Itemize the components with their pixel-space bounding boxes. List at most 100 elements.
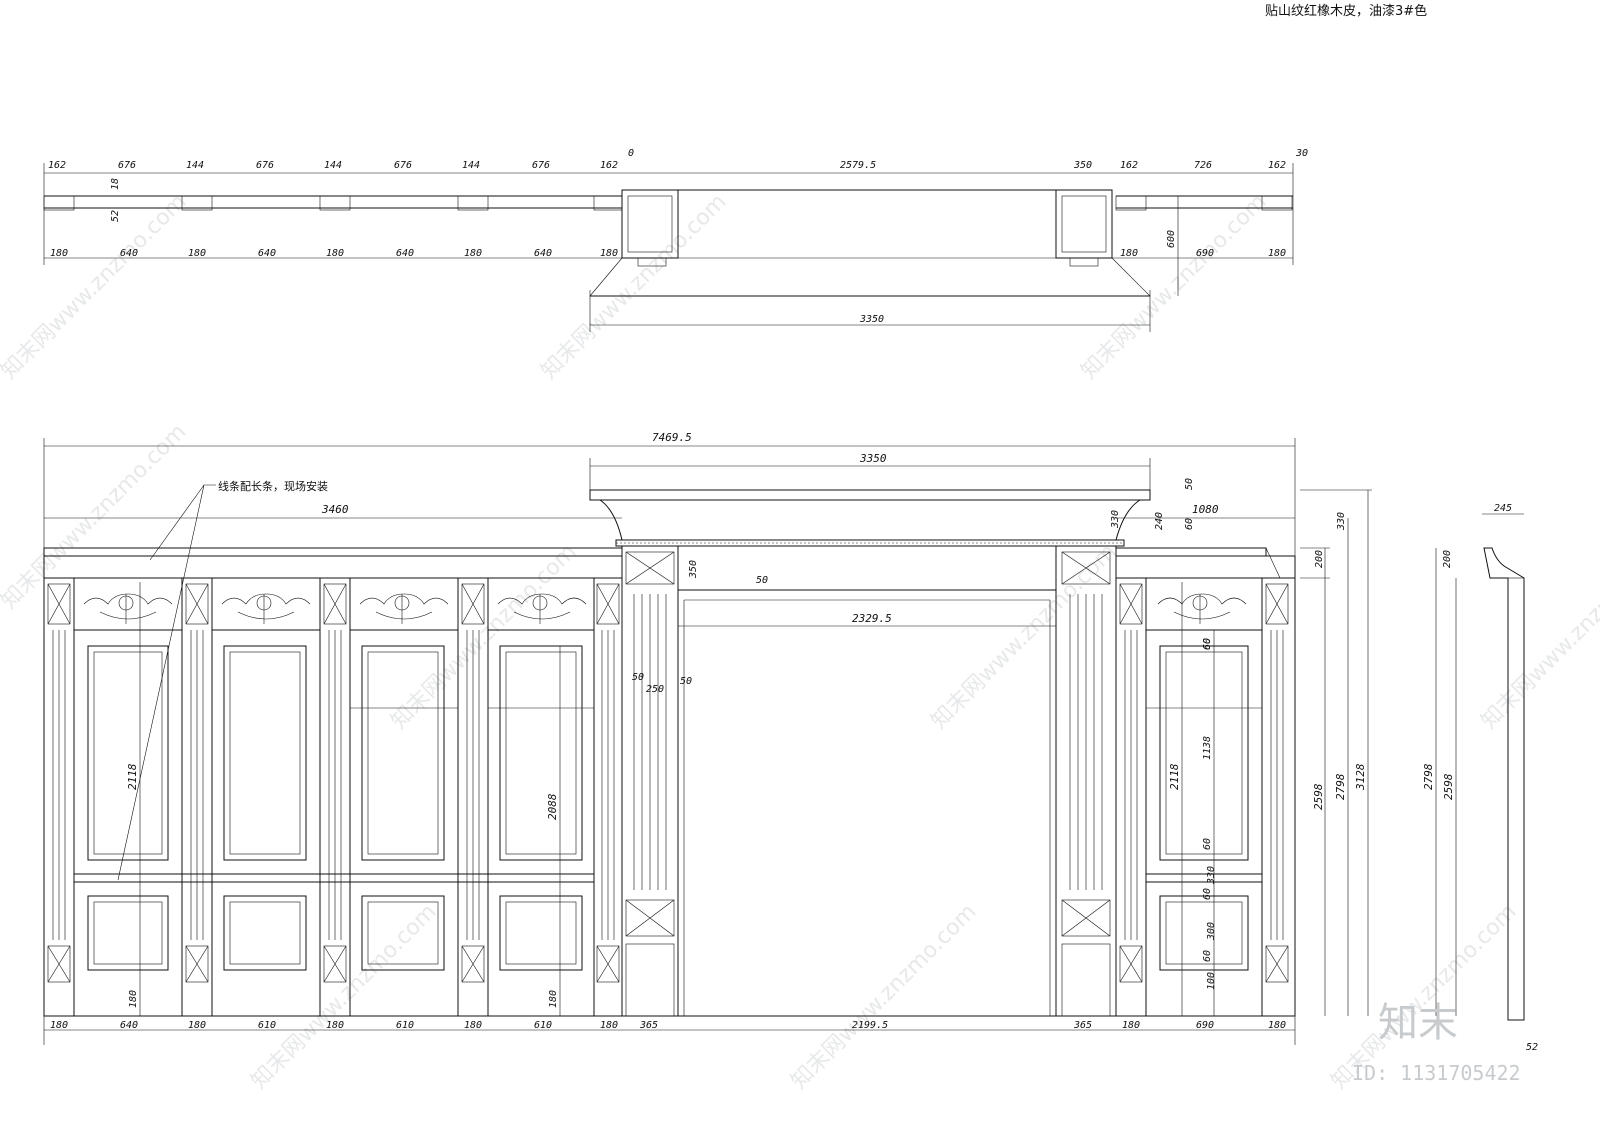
dim-label: 1138 (1202, 736, 1213, 760)
dim-label: 144 (186, 160, 204, 171)
watermark-text: 知末网www.znzmo.com (927, 539, 1122, 734)
dim-label: 200 (1442, 550, 1453, 568)
dim-label: 676 (256, 160, 274, 171)
dim-label: 144 (324, 160, 342, 171)
dim-label: 610 (258, 1020, 276, 1031)
dim-label: 690 (1196, 1020, 1214, 1031)
wall-panels (73, 577, 1263, 971)
dim-label: 2199.5 (852, 1020, 888, 1031)
dim-label: 144 (462, 160, 480, 171)
dim-label: 0 (628, 148, 634, 159)
dim-label: 180 (1268, 248, 1286, 259)
watermark-logo: 知末 ID: 1131705422 (1352, 1000, 1521, 1085)
dim-label: 50 (1184, 478, 1195, 490)
dim-label: 610 (534, 1020, 552, 1031)
dim-label: 330 (1110, 510, 1121, 529)
dim-label: 3350 (859, 314, 884, 325)
dim-label: 2118 (1168, 763, 1181, 790)
plan-view: 162 676 144 676 144 676 144 676 162 0 25… (43, 148, 1308, 332)
dim-label: 640 (258, 248, 276, 259)
dim-label: 2798 (1334, 773, 1347, 800)
dim-label: 180 (188, 1020, 206, 1031)
dim-label: 50 (632, 672, 644, 683)
dim-label: 610 (396, 1020, 414, 1031)
dim-label: 180 (1268, 1020, 1286, 1031)
dim-label: 365 (1073, 1020, 1092, 1031)
watermark-text: 知末网www.znzmo.com (0, 189, 191, 384)
dim-label: 2118 (126, 763, 139, 790)
dim-label: 676 (118, 160, 136, 171)
dim-label: 180 (50, 248, 68, 259)
x-boxes (47, 583, 1289, 983)
dim-label: 180 (188, 248, 206, 259)
dim-label: 162 (1268, 160, 1286, 171)
dim-label: 180 (600, 1020, 618, 1031)
dim-label: 180 (548, 990, 559, 1008)
dim-label: 30 (1295, 148, 1308, 159)
dim-label: 52 (1526, 1042, 1538, 1053)
dim-label: 50 (756, 575, 768, 586)
header-note: 贴山纹红橡木皮，油漆3#色 (1265, 4, 1428, 19)
dim-label: 245 (1494, 503, 1512, 514)
elevation-view: 7469.5 3350 3460 1080 (43, 431, 1372, 1045)
dim-label: 640 (120, 1020, 138, 1031)
dim-label: 726 (1194, 160, 1212, 171)
dim-label: 180 (326, 248, 344, 259)
dim-label: 2598 (1312, 783, 1325, 810)
dim-label: 7469.5 (652, 431, 692, 444)
dim-label: 676 (394, 160, 412, 171)
dim-label: 2598 (1442, 773, 1455, 800)
watermark-text: 知末网www.znzmo.com (537, 189, 732, 384)
dim-label: 60 (1202, 638, 1213, 650)
dim-label: 162 (1120, 160, 1138, 171)
dim-label: 18 (110, 178, 121, 190)
dim-label: 330 (1336, 512, 1347, 531)
dim-label: 1080 (1192, 503, 1219, 516)
dim-label: 180 (464, 248, 482, 259)
dim-label: 300 (1206, 922, 1217, 941)
dim-label: 162 (600, 160, 618, 171)
dim-label: 60 (1202, 888, 1213, 900)
dim-label: 640 (396, 248, 414, 259)
dim-label: 50 (680, 676, 692, 687)
logo-text: 知末 (1378, 1000, 1458, 1046)
ornament-carvings (83, 593, 1247, 624)
dim-label: 60 (1184, 518, 1195, 530)
dim-label: 180 (1120, 248, 1138, 259)
dim-label: 52 (110, 210, 121, 222)
dim-label: 350 (1073, 160, 1092, 171)
dim-label: 180 (128, 990, 139, 1008)
watermark-text: 知末网www.znzmo.com (1477, 539, 1600, 734)
dim-label: 330 (1206, 866, 1217, 885)
dim-label: 640 (534, 248, 552, 259)
dim-label: 250 (646, 684, 664, 695)
dim-label: 180 (464, 1020, 482, 1031)
header-note-wrap: 贴山纹红橡木皮，油漆3#色 (1265, 0, 1427, 19)
dim-label: 2798 (1422, 763, 1435, 790)
dim-label: 180 (326, 1020, 344, 1031)
left-pilasters (43, 577, 1296, 1017)
id-text: ID: 1131705422 (1352, 1061, 1521, 1085)
dim-label: 240 (1154, 512, 1165, 530)
dim-label: 350 (688, 560, 699, 579)
dim-label: 100 (1206, 972, 1217, 990)
watermark-text: 知末网www.znzmo.com (247, 899, 442, 1094)
dim-label: 676 (532, 160, 550, 171)
section-view: 245 200 2798 2598 52 (1422, 503, 1538, 1053)
dim-label: 3350 (859, 452, 887, 465)
dim-label: 2088 (546, 793, 559, 820)
dim-label: 365 (639, 1020, 658, 1031)
dim-label: 60 (1202, 838, 1213, 850)
watermark-text: 知末网www.znzmo.com (0, 419, 191, 614)
flutes (52, 630, 1284, 940)
dim-label: 3128 (1354, 763, 1367, 791)
watermark-text: 知末网www.znzmo.com (387, 539, 582, 734)
dim-label: 162 (48, 160, 66, 171)
dim-label: 2579.5 (840, 160, 876, 171)
dim-label: 60 (1202, 638, 1213, 650)
dim-label: 180 (50, 1020, 68, 1031)
dim-label: 60 (1202, 950, 1213, 962)
dim-label: 3460 (321, 503, 349, 516)
dim-label: 600 (1166, 230, 1177, 248)
